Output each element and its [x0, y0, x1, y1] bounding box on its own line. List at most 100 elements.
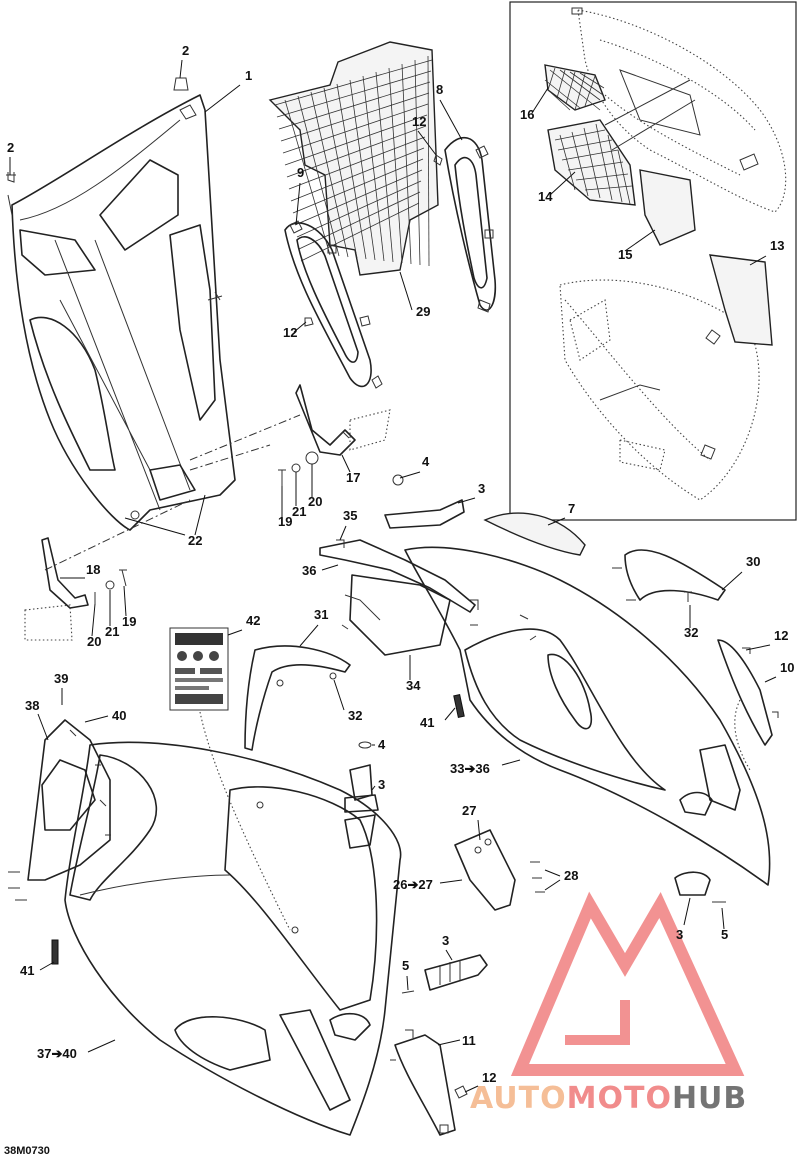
part-13-pad	[709, 254, 773, 346]
watermark-triangle-icon	[510, 891, 745, 1076]
callout-c17: 17	[346, 470, 360, 485]
callout-c9: 9	[297, 165, 304, 180]
leader-c20b	[91, 603, 96, 637]
callout-c31: 31	[314, 607, 328, 622]
callout-c13: 13	[770, 238, 784, 253]
callout-c20a: 20	[308, 494, 322, 509]
part-41-strip-b	[51, 939, 59, 965]
callout-c3d: 3	[442, 933, 449, 948]
callout-c32b: 32	[348, 708, 362, 723]
part-3-5-lower-right	[674, 871, 726, 903]
part-11-panel	[394, 1034, 456, 1136]
figure-code: 38M0730	[4, 1145, 50, 1157]
part-14-mesh	[547, 119, 636, 206]
leader-c3d	[445, 949, 453, 961]
watermark-logo	[510, 891, 745, 1076]
part-2-pin-left	[6, 172, 16, 183]
callout-c5b: 5	[402, 958, 409, 973]
leader-c13	[749, 255, 767, 266]
part-3-5-lower-center	[401, 954, 488, 994]
leader-c28	[544, 869, 561, 877]
part-16-mesh	[544, 64, 606, 111]
leader-c36	[321, 564, 339, 571]
part-7-panel	[483, 512, 586, 556]
leader-c37	[87, 1039, 116, 1053]
part-8-vent	[444, 136, 497, 313]
part-30-panel	[624, 549, 726, 601]
leader-c16	[531, 87, 549, 114]
callout-c2b: 2	[7, 140, 14, 155]
leader-c32b	[333, 679, 345, 711]
leader-c22	[194, 494, 206, 536]
callout-c27: 27	[462, 803, 476, 818]
leader-c29	[399, 271, 413, 311]
callout-c41b: 41	[20, 963, 34, 978]
callout-c29: 29	[416, 304, 430, 319]
leader-c5b	[406, 975, 409, 991]
part-4-3-upper	[384, 474, 465, 529]
part-26-bracket	[454, 829, 545, 911]
leader-c27	[477, 819, 481, 841]
leader-c14	[549, 171, 576, 196]
leader-c12d	[464, 1085, 479, 1093]
callout-c14: 14	[538, 189, 553, 204]
leader-c17	[341, 454, 351, 473]
callout-c12a: 12	[412, 114, 426, 129]
leader-c5a	[721, 907, 725, 930]
leader-c11	[437, 1039, 461, 1046]
leader-c8	[439, 99, 463, 141]
callout-c15: 15	[618, 247, 632, 262]
callout-c12b: 12	[283, 325, 297, 340]
callout-c3b: 3	[378, 777, 385, 792]
leader-c2a	[179, 59, 183, 79]
leader-c31	[299, 624, 319, 647]
leader-c9	[295, 182, 301, 226]
part-15-pad	[639, 169, 696, 246]
leader-c3c	[683, 897, 691, 926]
callout-labels: 1228129122916141513174319212022735363018…	[7, 43, 794, 1085]
leader-c1	[204, 84, 241, 113]
callout-c22: 22	[188, 533, 202, 548]
callout-c19b: 19	[122, 614, 136, 629]
callout-c3a: 3	[478, 481, 485, 496]
callout-c21b: 21	[105, 624, 119, 639]
detail-inset	[509, 1, 797, 521]
part-17-bracket	[295, 384, 391, 456]
callout-c42: 42	[246, 613, 260, 628]
callout-c3c: 3	[676, 927, 683, 942]
leader-c10	[764, 676, 777, 683]
leader-c12a	[417, 130, 437, 156]
leader-c4a	[399, 471, 421, 479]
callout-c5a: 5	[721, 927, 728, 942]
leader-c42	[227, 629, 243, 636]
leader-c19b	[123, 585, 127, 617]
callout-c39: 39	[54, 671, 68, 686]
callout-c30: 30	[746, 554, 760, 569]
callout-c7: 7	[568, 501, 575, 516]
callout-c20b: 20	[87, 634, 101, 649]
callout-c18: 18	[86, 562, 100, 577]
leader-c12c	[745, 644, 771, 651]
part-10-panel	[717, 639, 773, 746]
part-29-mesh	[268, 41, 439, 276]
leader-c15	[624, 229, 656, 252]
leader-c7	[547, 517, 566, 526]
leader-c33	[501, 759, 521, 766]
part-31-panel	[244, 645, 351, 751]
leader-c12b	[293, 321, 307, 333]
callout-c26: 26➔27	[393, 877, 433, 892]
leader-c22	[124, 517, 186, 536]
leader-c3b	[371, 785, 376, 791]
watermark-text: AUTOMOTOHUB	[470, 1081, 747, 1116]
callout-c34: 34	[406, 678, 421, 693]
part-4-3-middle	[344, 741, 379, 849]
callout-c35: 35	[343, 508, 357, 523]
callout-c21a: 21	[292, 504, 306, 519]
callout-c12c: 12	[774, 628, 788, 643]
leader-c40	[84, 715, 109, 723]
part-1-hood	[7, 94, 236, 531]
part-18-bracket	[24, 537, 127, 641]
callout-c10: 10	[780, 660, 794, 675]
callout-c4a: 4	[422, 454, 430, 469]
